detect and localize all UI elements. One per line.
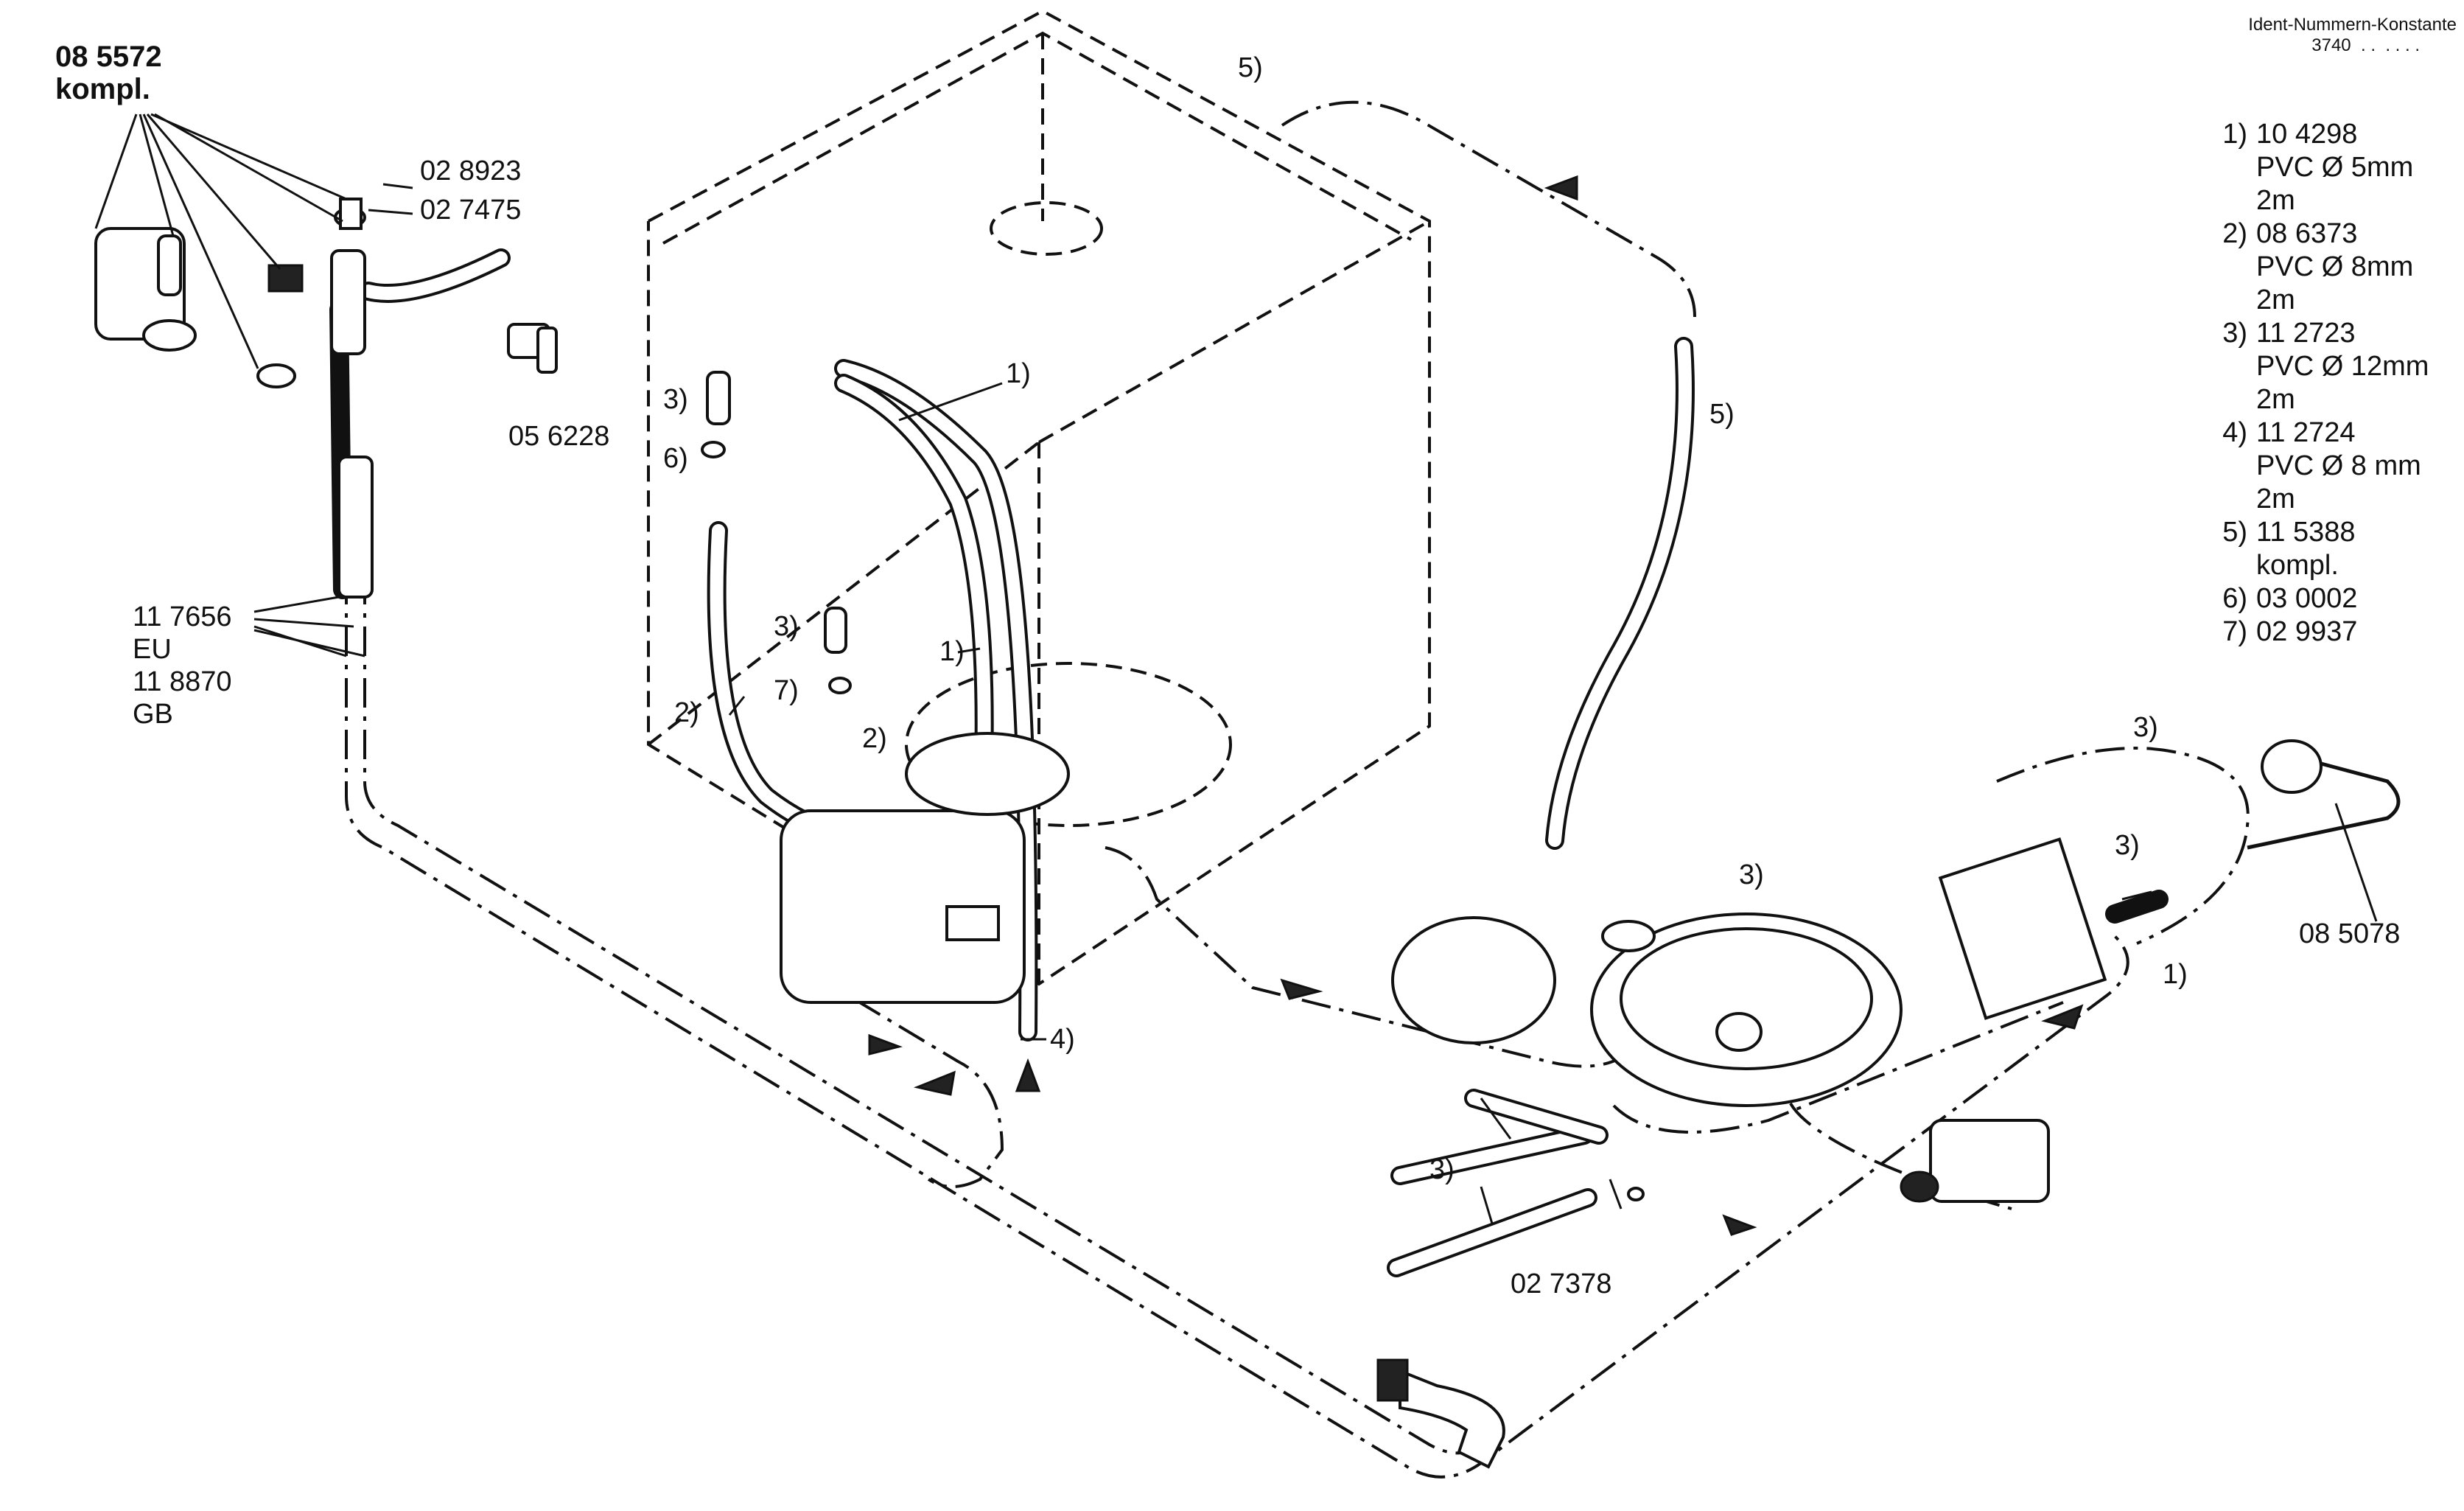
legend-item: 7) 02 9937 bbox=[2207, 615, 2461, 649]
legend-number: 7) bbox=[2222, 616, 2247, 647]
legend-number: 3) bbox=[2222, 318, 2247, 349]
label-nozzle: 02 7475 bbox=[420, 195, 522, 226]
legend-number: 6) bbox=[2222, 583, 2247, 614]
legend-item: 5) 11 5388 kompl. bbox=[2207, 516, 2461, 582]
tub-outline bbox=[647, 9, 1431, 986]
label-cable-hose: 11 7656 EU 11 8870 GB bbox=[133, 601, 232, 730]
legend-number: 2) bbox=[2222, 218, 2247, 249]
callout-3-a: 3) bbox=[663, 384, 688, 415]
callout-3-right-mid: 3) bbox=[2115, 830, 2140, 861]
tubes bbox=[329, 248, 2169, 1277]
callout-1-top: 1) bbox=[1006, 358, 1031, 389]
callout-5-right: 5) bbox=[1709, 399, 1735, 430]
callout-6: 6) bbox=[663, 443, 688, 474]
parts-legend: 1) 10 4298 PVC Ø 5mm 2m 2) 08 6373 PVC Ø 8… bbox=[2207, 118, 2461, 649]
legend-text: 11 5388 kompl. bbox=[2256, 517, 2356, 581]
callout-3-bottom: 3) bbox=[1429, 1154, 1455, 1185]
legend-text: 03 0002 bbox=[2256, 583, 2358, 614]
header-ident-title: Ident-Nummern-Konstante bbox=[2248, 15, 2457, 35]
callout-1-right: 1) bbox=[2163, 959, 2188, 990]
legend-text: 11 2724 PVC Ø 8 mm 2m bbox=[2256, 417, 2421, 514]
legend-item: 2) 08 6373 PVC Ø 8mm 2m bbox=[2207, 217, 2461, 317]
callout-5-top: 5) bbox=[1238, 52, 1263, 83]
flow-arrows bbox=[868, 175, 2084, 1236]
label-t-connector: 02 7378 bbox=[1511, 1269, 1612, 1299]
legend-item: 1) 10 4298 PVC Ø 5mm 2m bbox=[2207, 118, 2461, 217]
legend-text: 10 4298 PVC Ø 5mm 2m bbox=[2256, 119, 2414, 216]
callout-2-mid: 2) bbox=[862, 723, 887, 754]
legend-item: 6) 03 0002 bbox=[2207, 582, 2461, 615]
label-spray-arm: 08 5078 bbox=[2299, 918, 2401, 949]
callout-7: 7) bbox=[774, 675, 799, 706]
label-hose-coupling: 05 6228 bbox=[508, 421, 610, 452]
legend-number: 5) bbox=[2222, 517, 2247, 548]
legend-item: 3) 11 2723 PVC Ø 12mm 2m bbox=[2207, 317, 2461, 416]
callout-4: 4) bbox=[1050, 1024, 1075, 1055]
cable-routing bbox=[345, 100, 2250, 1479]
callout-1-mid: 1) bbox=[939, 636, 965, 667]
callout-2-left: 2) bbox=[674, 697, 699, 728]
legend-text: 11 2723 PVC Ø 12mm 2m bbox=[2256, 318, 2429, 415]
callout-3-b: 3) bbox=[774, 611, 799, 642]
components bbox=[94, 198, 2401, 1469]
legend-number: 1) bbox=[2222, 119, 2247, 150]
callout-3-right-top: 3) bbox=[2133, 712, 2158, 743]
label-assembly-complete: 08 5572 kompl. bbox=[55, 41, 162, 105]
legend-number: 4) bbox=[2222, 417, 2247, 448]
legend-item: 4) 11 2724 PVC Ø 8 mm 2m bbox=[2207, 416, 2461, 516]
label-seal-ring: 02 8923 bbox=[420, 156, 522, 186]
legend-text: 02 9937 bbox=[2256, 616, 2358, 647]
legend-text: 08 6373 PVC Ø 8mm 2m bbox=[2256, 218, 2414, 315]
leader-lines bbox=[94, 113, 2378, 1224]
callout-3-pump: 3) bbox=[1739, 859, 1764, 890]
header-ident-number: 3740 . . . . . . bbox=[2311, 35, 2420, 55]
